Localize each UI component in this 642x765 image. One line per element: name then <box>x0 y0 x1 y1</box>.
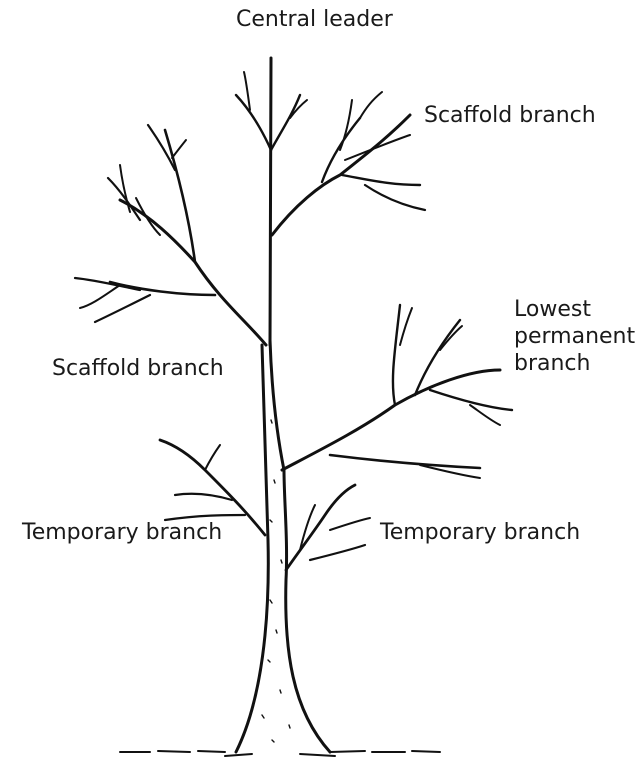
central-leader-branch <box>236 58 307 345</box>
temporary-branch-left-label: Temporary branch <box>22 519 222 546</box>
lowest-permanent-branch <box>282 305 512 478</box>
trunk <box>236 340 330 752</box>
scaffold-branch-left-label: Scaffold branch <box>52 355 224 382</box>
upper-right-scaffold-branch <box>272 92 425 235</box>
temporary-branch-right-label: Temporary branch <box>380 519 580 546</box>
scaffold-branch-right-label: Scaffold branch <box>424 102 596 129</box>
lowest-permanent-branch-line-1: Lowest <box>514 296 635 323</box>
lowest-permanent-branch-label: Lowest permanent branch <box>514 296 635 377</box>
temporary-branch-right <box>286 485 370 570</box>
upper-left-scaffold-branch <box>75 125 266 345</box>
lowest-permanent-branch-line-2: permanent <box>514 323 635 350</box>
central-leader-label: Central leader <box>236 6 393 33</box>
ground-line <box>120 751 440 756</box>
lowest-permanent-branch-line-3: branch <box>514 350 635 377</box>
